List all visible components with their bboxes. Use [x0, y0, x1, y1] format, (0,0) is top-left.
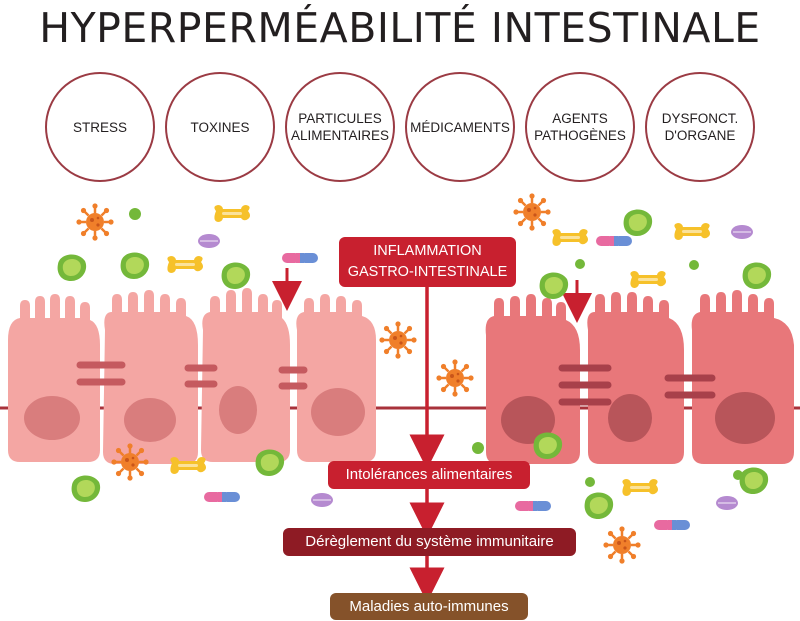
- bacteria-icon: [584, 492, 614, 519]
- nuclei-right: [501, 392, 775, 444]
- capsule-icon: [654, 520, 690, 530]
- virus-icon: [378, 320, 418, 360]
- cause-circle-stress: STRESS: [45, 72, 155, 182]
- autoimmune-diseases-box: Maladies auto-immunes: [330, 593, 528, 620]
- virus-icon: [602, 525, 642, 565]
- bacteria-icon: [57, 254, 87, 281]
- virus-icon: [110, 442, 150, 482]
- bacteria-icon: [129, 208, 141, 220]
- bacteria-icon: [472, 442, 484, 454]
- bacteria-icon: [71, 475, 101, 502]
- bacteria-icon: [742, 262, 772, 289]
- virus-icon: [75, 202, 115, 242]
- capsule-icon: [204, 492, 240, 502]
- immune-dysregulation-box: Dérèglement du système immunitaire: [283, 528, 576, 556]
- tablet-icon: [310, 492, 334, 508]
- food-particle-icon: [552, 229, 588, 246]
- bacteria-icon: [539, 272, 569, 299]
- cause-circle-medicaments: MÉDICAMENTS: [405, 72, 515, 182]
- junctions-left: [76, 361, 308, 390]
- bacteria-icon: [733, 470, 743, 480]
- bacteria-icon: [255, 449, 285, 476]
- junctions-right: [558, 364, 716, 406]
- inflammation-box: INFLAMMATION GASTRO-INTESTINALE: [339, 237, 516, 287]
- cause-circle-agents: AGENTS PATHOGÈNES: [525, 72, 635, 182]
- capsule-icon: [282, 253, 318, 263]
- cause-circle-toxines: TOXINES: [165, 72, 275, 182]
- bacteria-icon: [689, 260, 699, 270]
- tablet-icon: [197, 233, 221, 249]
- food-particle-icon: [214, 205, 250, 222]
- cause-circle-dysfonct: DYSFONCT. D'ORGANE: [645, 72, 755, 182]
- intolerances-box: Intolérances alimentaires: [328, 461, 530, 489]
- tablet-icon: [715, 495, 739, 511]
- bacteria-icon: [120, 252, 150, 279]
- capsule-icon: [596, 236, 632, 246]
- bacteria-icon: [585, 477, 595, 487]
- food-particle-icon: [167, 256, 203, 273]
- bacteria-icon: [575, 259, 585, 269]
- tablet-icon: [730, 224, 754, 240]
- bacteria-icon: [623, 209, 653, 236]
- capsule-icon: [515, 501, 551, 511]
- bacteria-icon: [221, 262, 251, 289]
- bacteria-icon: [739, 467, 769, 494]
- food-particle-icon: [674, 223, 710, 240]
- food-particle-icon: [622, 479, 658, 496]
- page-title: HYPERPERMÉABILITÉ INTESTINALE: [39, 4, 761, 52]
- nuclei-left: [24, 386, 365, 442]
- cause-circle-particules: PARTICULES ALIMENTAIRES: [285, 72, 395, 182]
- virus-icon: [435, 358, 475, 398]
- virus-icon: [512, 192, 552, 232]
- food-particle-icon: [630, 271, 666, 288]
